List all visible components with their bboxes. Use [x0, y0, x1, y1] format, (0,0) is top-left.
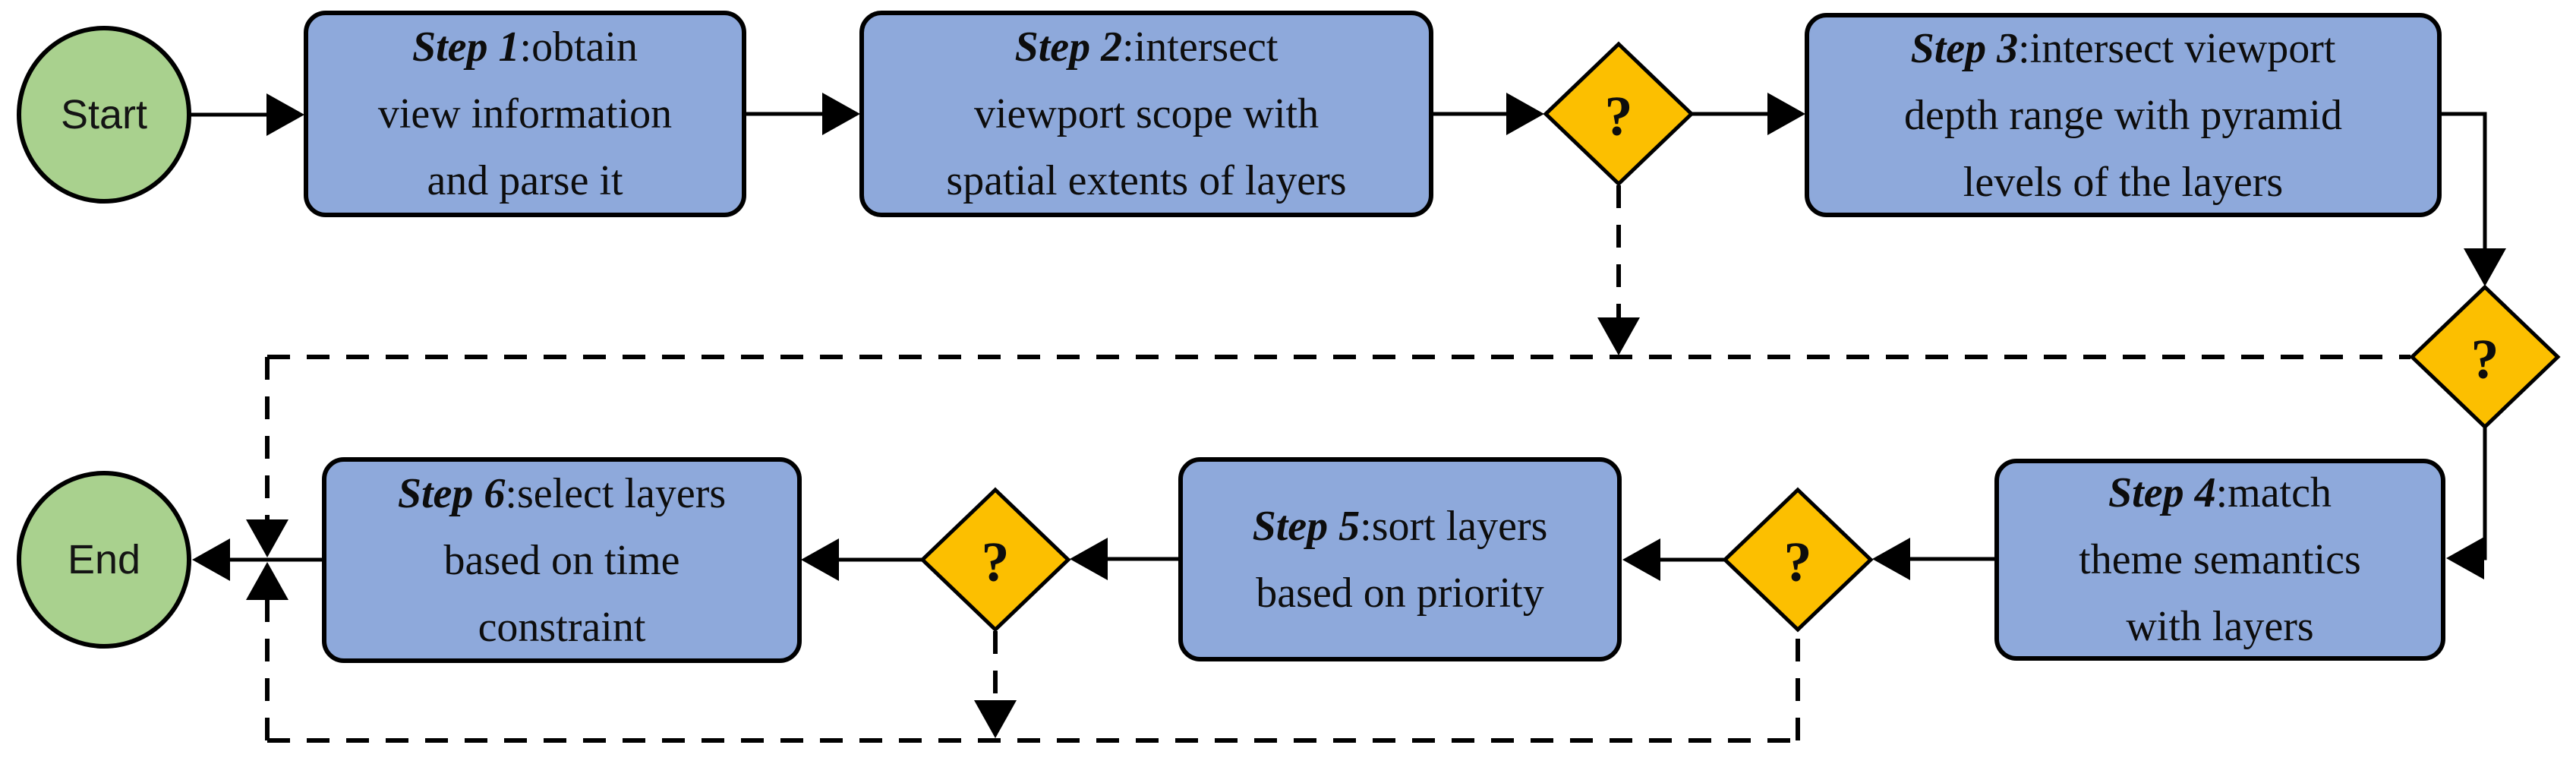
decision-1-diamond	[1543, 41, 1695, 187]
arrowhead-into-step3	[1767, 93, 1805, 135]
arrowhead-into-step1	[266, 93, 304, 136]
arrowhead-merge-up	[246, 562, 288, 600]
arrowhead-into-step2	[822, 93, 860, 135]
step1-box	[304, 11, 746, 217]
step3-box	[1805, 13, 2442, 217]
arrowhead-decision1-onto-dashed	[1597, 317, 1640, 355]
step2-box	[859, 11, 1433, 217]
arrowhead-into-decision3	[1872, 538, 1910, 580]
arrowhead-into-step5	[1622, 538, 1660, 581]
decision-4-diamond	[919, 487, 1071, 633]
step6-box	[322, 457, 802, 663]
arrowhead-into-decision1	[1506, 93, 1544, 135]
step5-box	[1178, 457, 1622, 661]
decision-2-diamond	[2409, 284, 2561, 430]
decision-3-diamond	[1722, 487, 1874, 633]
arrowhead-into-step4	[2446, 537, 2484, 579]
start-terminator	[17, 26, 191, 204]
arrowhead-decision4-onto-dashed	[974, 700, 1017, 738]
arrowhead-into-decision2	[2464, 248, 2506, 286]
arrowhead-into-step6	[801, 538, 839, 581]
end-terminator	[17, 471, 191, 649]
arrowhead-into-end	[192, 538, 230, 581]
connector-step3-decision2	[2439, 112, 2487, 251]
arrowhead-merge-down	[246, 519, 288, 557]
arrowhead-into-decision4	[1070, 538, 1108, 580]
step4-box	[1994, 459, 2445, 661]
